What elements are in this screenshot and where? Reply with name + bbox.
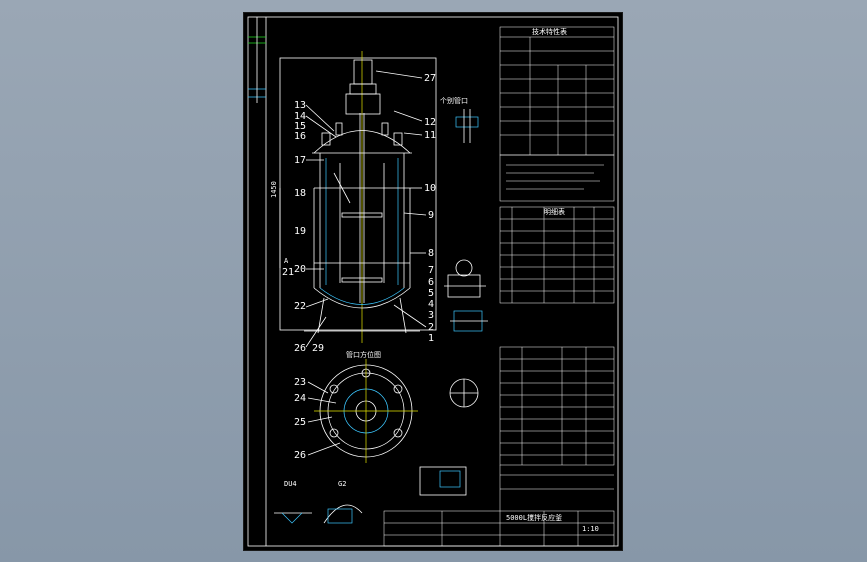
- balloon-18: 18: [294, 188, 306, 199]
- balloon-25: 25: [294, 417, 306, 428]
- balloon-23: 23: [294, 377, 306, 388]
- nozzle-table: [499, 346, 615, 466]
- balloon-24: 24: [294, 393, 306, 404]
- technical-data-table: 技术特性表: [499, 26, 615, 156]
- balloon-2: 2: [428, 322, 434, 333]
- detail-weld: [419, 466, 467, 496]
- balloon-10: 10: [424, 183, 436, 194]
- balloon-22: 22: [294, 301, 306, 312]
- balloon-16: 16: [294, 131, 306, 142]
- detail-flange: [444, 259, 486, 298]
- detail-section-circle: [449, 378, 479, 408]
- balloon-17: 17: [294, 155, 306, 166]
- balloon-20: 20: [294, 264, 306, 275]
- parts-list-table: 明细表: [499, 206, 615, 304]
- balloon-21: 21: [282, 267, 294, 278]
- tech-table-title: 技术特性表: [532, 27, 567, 36]
- nozzle-orientation-title: 管口方位图: [346, 350, 381, 359]
- balloon-26: 26: [294, 343, 306, 354]
- right-item-balloons: 27 12 11 10 9 8 7 6 5 4 3 2 1: [375, 70, 436, 344]
- balloon-1: 1: [428, 333, 434, 344]
- balloon-9: 9: [428, 210, 434, 221]
- detail-g2-label: G2: [338, 480, 346, 488]
- cad-drawing: 1450 A 13 14 15 16 17 18 19 20 21 22 26 …: [247, 16, 619, 547]
- drawing-sheet: 1450 A 13 14 15 16 17 18 19 20 21 22 26 …: [243, 12, 623, 551]
- balloon-7: 7: [428, 265, 434, 276]
- balloon-3: 3: [428, 310, 434, 321]
- notes-block: [499, 154, 615, 202]
- detail-du4-label: DU4: [284, 480, 297, 488]
- nozzle-orientation-view: 管口方位图 23 24 25 26: [294, 350, 418, 463]
- detail-nozzle: [450, 310, 488, 332]
- balloon-14: 14: [294, 111, 306, 122]
- balloon-8: 8: [428, 248, 434, 259]
- balloon-5: 5: [428, 288, 434, 299]
- parts-table-title: 明细表: [544, 207, 565, 216]
- detail-g2: G2: [323, 480, 363, 524]
- left-item-balloons: 13 14 15 16 17 18 19 20 21 22 26 29: [282, 100, 337, 354]
- balloon-26-plan: 26: [294, 450, 306, 461]
- balloon-11: 11: [424, 130, 436, 141]
- view-marker-a: A: [284, 257, 289, 265]
- balloon-12: 12: [424, 117, 436, 128]
- title-block: 5000L搅拌反应釜 1:10: [383, 465, 615, 547]
- balloon-4: 4: [428, 299, 434, 310]
- balloon-19: 19: [294, 226, 306, 237]
- balloon-13: 13: [294, 100, 306, 111]
- balloon-29: 29: [312, 343, 324, 354]
- detail-view-top: 个别管口: [440, 96, 479, 143]
- title-block-scale: 1:10: [582, 525, 599, 533]
- title-block-name: 5000L搅拌反应釜: [506, 513, 562, 522]
- detail-du4: DU4: [274, 480, 312, 524]
- balloon-6: 6: [428, 277, 434, 288]
- balloon-27: 27: [424, 73, 436, 84]
- balloon-15: 15: [294, 121, 306, 132]
- detail-top-title: 个别管口: [440, 96, 468, 105]
- vessel-elevation-view: 1450 A: [270, 51, 437, 343]
- vessel-dimension-label: 1450: [270, 181, 278, 198]
